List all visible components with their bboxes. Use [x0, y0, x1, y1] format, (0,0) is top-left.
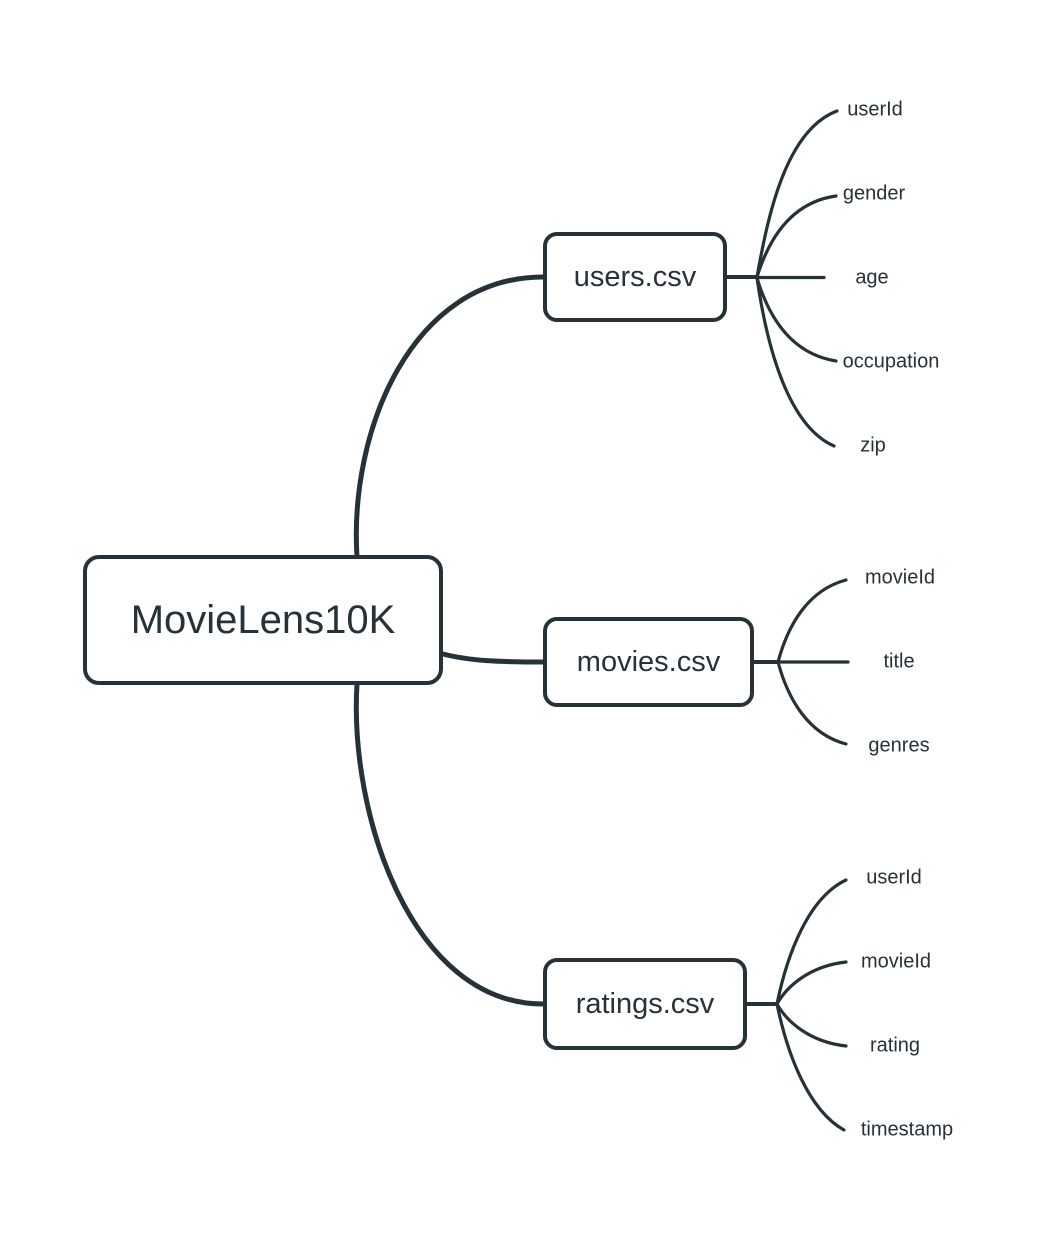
edge-users-occupation [755, 276, 838, 363]
node-movies-csv: movies.csv [543, 617, 754, 707]
leaf-movies-genres: genres [868, 734, 930, 757]
edge-ratings-movieid [775, 960, 848, 1006]
root-label: MovieLens10K [130, 597, 396, 642]
edge-movies-movieid [776, 578, 848, 664]
edge-users-userid [755, 109, 839, 279]
leaf-movies-title: title [883, 650, 915, 673]
edge-users-gender [755, 194, 838, 279]
users-csv-label: users.csv [573, 260, 697, 293]
ratings-csv-label: ratings.csv [575, 987, 715, 1020]
leaf-users-gender: gender [842, 182, 906, 205]
node-ratings-csv: ratings.csv [543, 958, 747, 1050]
node-root: MovieLens10K [83, 555, 443, 685]
edge-users-zip [755, 276, 836, 448]
leaf-ratings-timestamp: timestamp [860, 1118, 954, 1141]
leaf-ratings-rating: rating [869, 1034, 921, 1057]
movies-csv-label: movies.csv [576, 645, 721, 678]
leaf-users-zip: zip [860, 434, 886, 457]
leaf-ratings-userid: userId [866, 866, 922, 889]
edge-movies-genres [776, 660, 848, 746]
edge-ratings-timestamp [775, 1002, 846, 1132]
leaf-users-occupation: occupation [842, 350, 940, 373]
node-users-csv: users.csv [543, 232, 727, 322]
leaf-movies-movieid: movieId [864, 566, 936, 589]
edge-ratings-rating [775, 1002, 848, 1048]
edge-ratings-userid [775, 878, 848, 1006]
edge-root-ratings-csv [353, 681, 546, 1007]
leaf-ratings-movieid: movieId [860, 950, 932, 973]
leaf-users-age: age [855, 266, 889, 289]
edge-root-movies-csv [440, 651, 546, 665]
edge-root-users-csv [353, 274, 546, 560]
leaf-users-userid: userId [847, 98, 903, 121]
